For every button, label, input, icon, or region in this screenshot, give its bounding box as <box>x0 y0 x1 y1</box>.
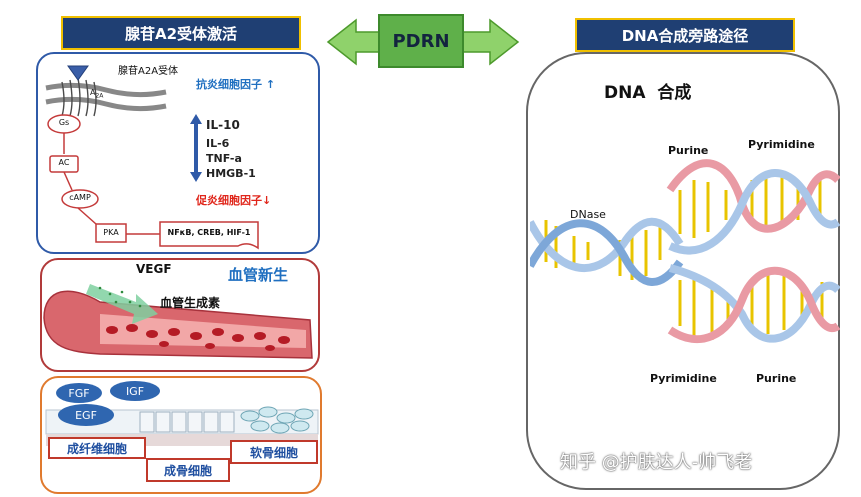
pka-box <box>95 223 127 243</box>
egf-label: EGF <box>75 408 97 422</box>
ac-label: AC <box>58 158 70 167</box>
vegf-label: VEGF <box>136 262 172 276</box>
osteoblast-label: 成骨细胞 <box>163 463 212 478</box>
a2a-subscript: 2A <box>95 92 104 100</box>
tissue-panel <box>40 376 322 494</box>
red-blood-cells <box>106 324 290 351</box>
pyrimidine-top-label: Pyrimidine <box>748 138 815 151</box>
osteoblast-box: 成骨细胞 <box>146 458 230 482</box>
upper-strand-red <box>666 159 840 233</box>
dna-panel <box>526 52 840 490</box>
camp-label: cAMP <box>69 193 91 202</box>
up-arrow <box>190 114 202 140</box>
dnase-label: DNase <box>570 208 606 221</box>
cascade-arrows <box>63 132 160 235</box>
igf-oval: IGF <box>110 381 160 401</box>
vegf-arrow <box>86 284 158 324</box>
blood-vessel-diagram <box>43 284 313 359</box>
purine-bottom-label: Purine <box>756 372 797 385</box>
dna-helix-diagram <box>530 159 840 344</box>
a2a-label: A2A <box>90 88 103 100</box>
il6-label: IL-6 <box>206 137 230 150</box>
dna-title: DNA 合成 <box>604 83 692 103</box>
left-title: 腺苷A2受体激活 <box>61 16 301 50</box>
receptor-label: 腺苷A2A受体 <box>118 66 179 77</box>
anti-inflammatory-label: 抗炎细胞因子 ↑ <box>196 78 276 91</box>
fgf-oval: FGF <box>56 383 102 403</box>
lower-strand-red <box>667 266 840 344</box>
pyrimidine-bottom-label: Pyrimidine <box>650 372 717 385</box>
a2a-main: A <box>90 88 96 97</box>
targets-banner <box>159 221 259 250</box>
right-title: DNA合成旁路途径 <box>575 18 795 52</box>
fibroblast-box: 成纤维细胞 <box>48 437 146 459</box>
angiogenesis-title: 血管新生 <box>228 266 289 284</box>
ligand-triangle <box>67 65 89 81</box>
il10-label: IL-10 <box>206 118 240 132</box>
lower-strand-blue <box>668 264 840 343</box>
pdrn-label: PDRN <box>392 30 450 52</box>
targets-label: NFκB, CREB, HIF-1 <box>167 228 251 237</box>
tnfa-label: TNF-a <box>206 152 242 165</box>
angiogenesis-panel <box>40 258 320 372</box>
angiogenic-factor-label: 血管生成素 <box>160 296 221 310</box>
egf-oval: EGF <box>58 404 114 426</box>
vegf-dots <box>98 286 142 308</box>
fibroblast-label: 成纤维细胞 <box>66 441 127 456</box>
fgf-label: FGF <box>68 386 90 400</box>
gs-oval <box>47 114 81 134</box>
receptor-panel <box>36 52 320 254</box>
camp-oval <box>61 189 99 209</box>
cell-boxes <box>139 411 235 433</box>
receptor-diagram <box>45 65 259 250</box>
igf-label: IGF <box>125 384 145 398</box>
pro-inflammatory-label: 促炎细胞因子↓ <box>196 194 272 207</box>
ac-box <box>49 155 79 173</box>
chondrocyte-label: 软骨细胞 <box>249 445 298 460</box>
pdrn-box: PDRN <box>378 14 464 68</box>
left-strand-blue <box>530 217 684 273</box>
pka-label: PKA <box>103 228 119 237</box>
watermark: 知乎 @护肤达人-帅飞老 <box>560 452 753 473</box>
purine-top-label: Purine <box>668 144 709 157</box>
chondrocyte-box: 软骨细胞 <box>230 440 318 464</box>
hmgb1-label: HMGB-1 <box>206 167 256 180</box>
down-arrow <box>190 140 202 182</box>
left-strand-blue2 <box>530 219 684 286</box>
gs-label: Gs <box>58 118 70 127</box>
chondrocyte-cluster <box>240 406 314 434</box>
upper-strand-blue <box>668 169 840 255</box>
